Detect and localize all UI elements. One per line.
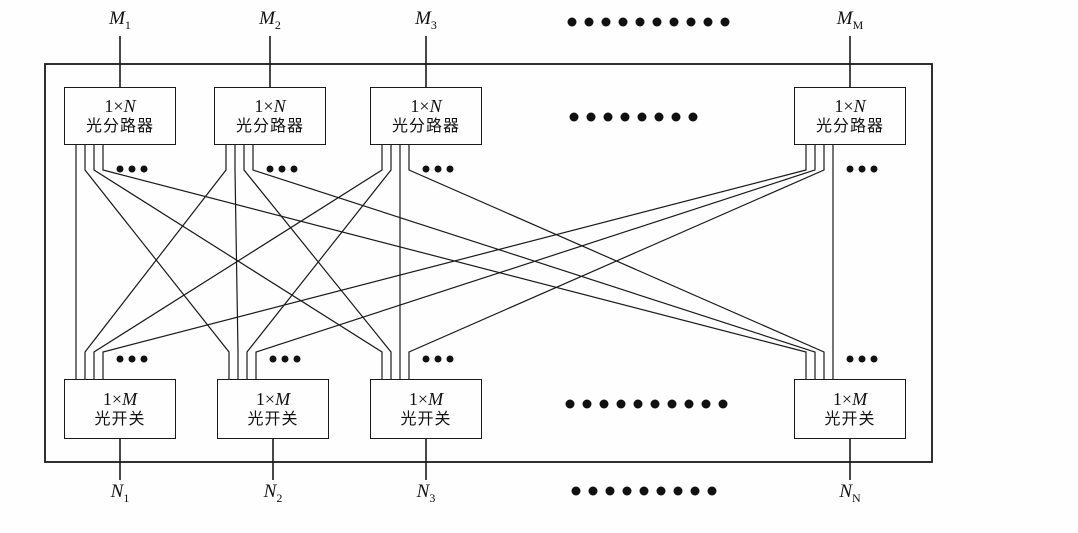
- input-port-label-mm: MM: [836, 8, 864, 32]
- switch-name-label: 光开关: [247, 411, 299, 429]
- switch-box-3: 1×M 光开关: [370, 379, 482, 439]
- input-stems: [119, 36, 851, 87]
- splitter-name-label: 光分路器: [235, 118, 304, 136]
- switch-name-label: 光开关: [400, 411, 452, 429]
- output-port-label-n2: N2: [263, 481, 283, 505]
- switch-box-2: 1×M 光开关: [217, 379, 329, 439]
- connection-line: [234, 145, 239, 379]
- ellipsis-dots-splitter-row: [569, 112, 698, 122]
- connection-mesh: [75, 145, 834, 379]
- splitter-size-label: 1×N: [254, 95, 286, 116]
- connection-line: [84, 145, 230, 379]
- splitter-name-label: 光分路器: [815, 118, 884, 136]
- splitter-box-3: 1×N 光分路器: [370, 87, 482, 145]
- splitter-box-m: 1×N 光分路器: [794, 87, 906, 145]
- splitter-box-1: 1×N 光分路器: [64, 87, 176, 145]
- switch-size-label: 1×M: [102, 388, 138, 409]
- connection-line: [102, 145, 807, 379]
- ellipsis-dots-switch-row: [565, 399, 728, 409]
- switch-box-n: 1×M 光开关: [794, 379, 906, 439]
- connection-line: [243, 145, 392, 379]
- splitter-size-label: 1×N: [410, 95, 442, 116]
- input-port-label-m2: M2: [259, 8, 281, 32]
- connection-line: [246, 145, 392, 379]
- ellipsis-dots-top-outside: [567, 17, 730, 27]
- switch-size-label: 1×M: [408, 388, 444, 409]
- output-port-label-n3: N3: [416, 481, 436, 505]
- splitter-box-2: 1×N 光分路器: [214, 87, 326, 145]
- splitter-output-ellipsis-dots: [116, 165, 878, 173]
- connection-line: [255, 145, 816, 379]
- ellipsis-dots-bottom-outside: [571, 486, 717, 496]
- input-port-label-m1: M1: [109, 8, 131, 32]
- switch-size-label: 1×M: [255, 388, 291, 409]
- switch-box-1: 1×M 光开关: [64, 379, 176, 439]
- switch-name-label: 光开关: [824, 411, 876, 429]
- output-port-label-nn: NN: [839, 481, 861, 505]
- splitter-size-label: 1×N: [104, 95, 136, 116]
- splitter-name-label: 光分路器: [391, 118, 460, 136]
- splitter-name-label: 光分路器: [85, 118, 154, 136]
- switch-size-label: 1×M: [832, 388, 868, 409]
- splitter-size-label: 1×N: [834, 95, 866, 116]
- connection-line: [84, 145, 227, 379]
- switch-name-label: 光开关: [94, 411, 146, 429]
- outer-frame: [44, 63, 933, 463]
- switch-input-ellipsis-dots: [116, 355, 878, 363]
- connection-line: [102, 145, 807, 379]
- connection-line: [408, 145, 825, 379]
- connection-line: [93, 145, 383, 379]
- input-port-label-m3: M3: [415, 8, 437, 32]
- connection-line: [408, 145, 825, 379]
- output-stems: [119, 439, 851, 480]
- output-port-label-n1: N1: [110, 481, 130, 505]
